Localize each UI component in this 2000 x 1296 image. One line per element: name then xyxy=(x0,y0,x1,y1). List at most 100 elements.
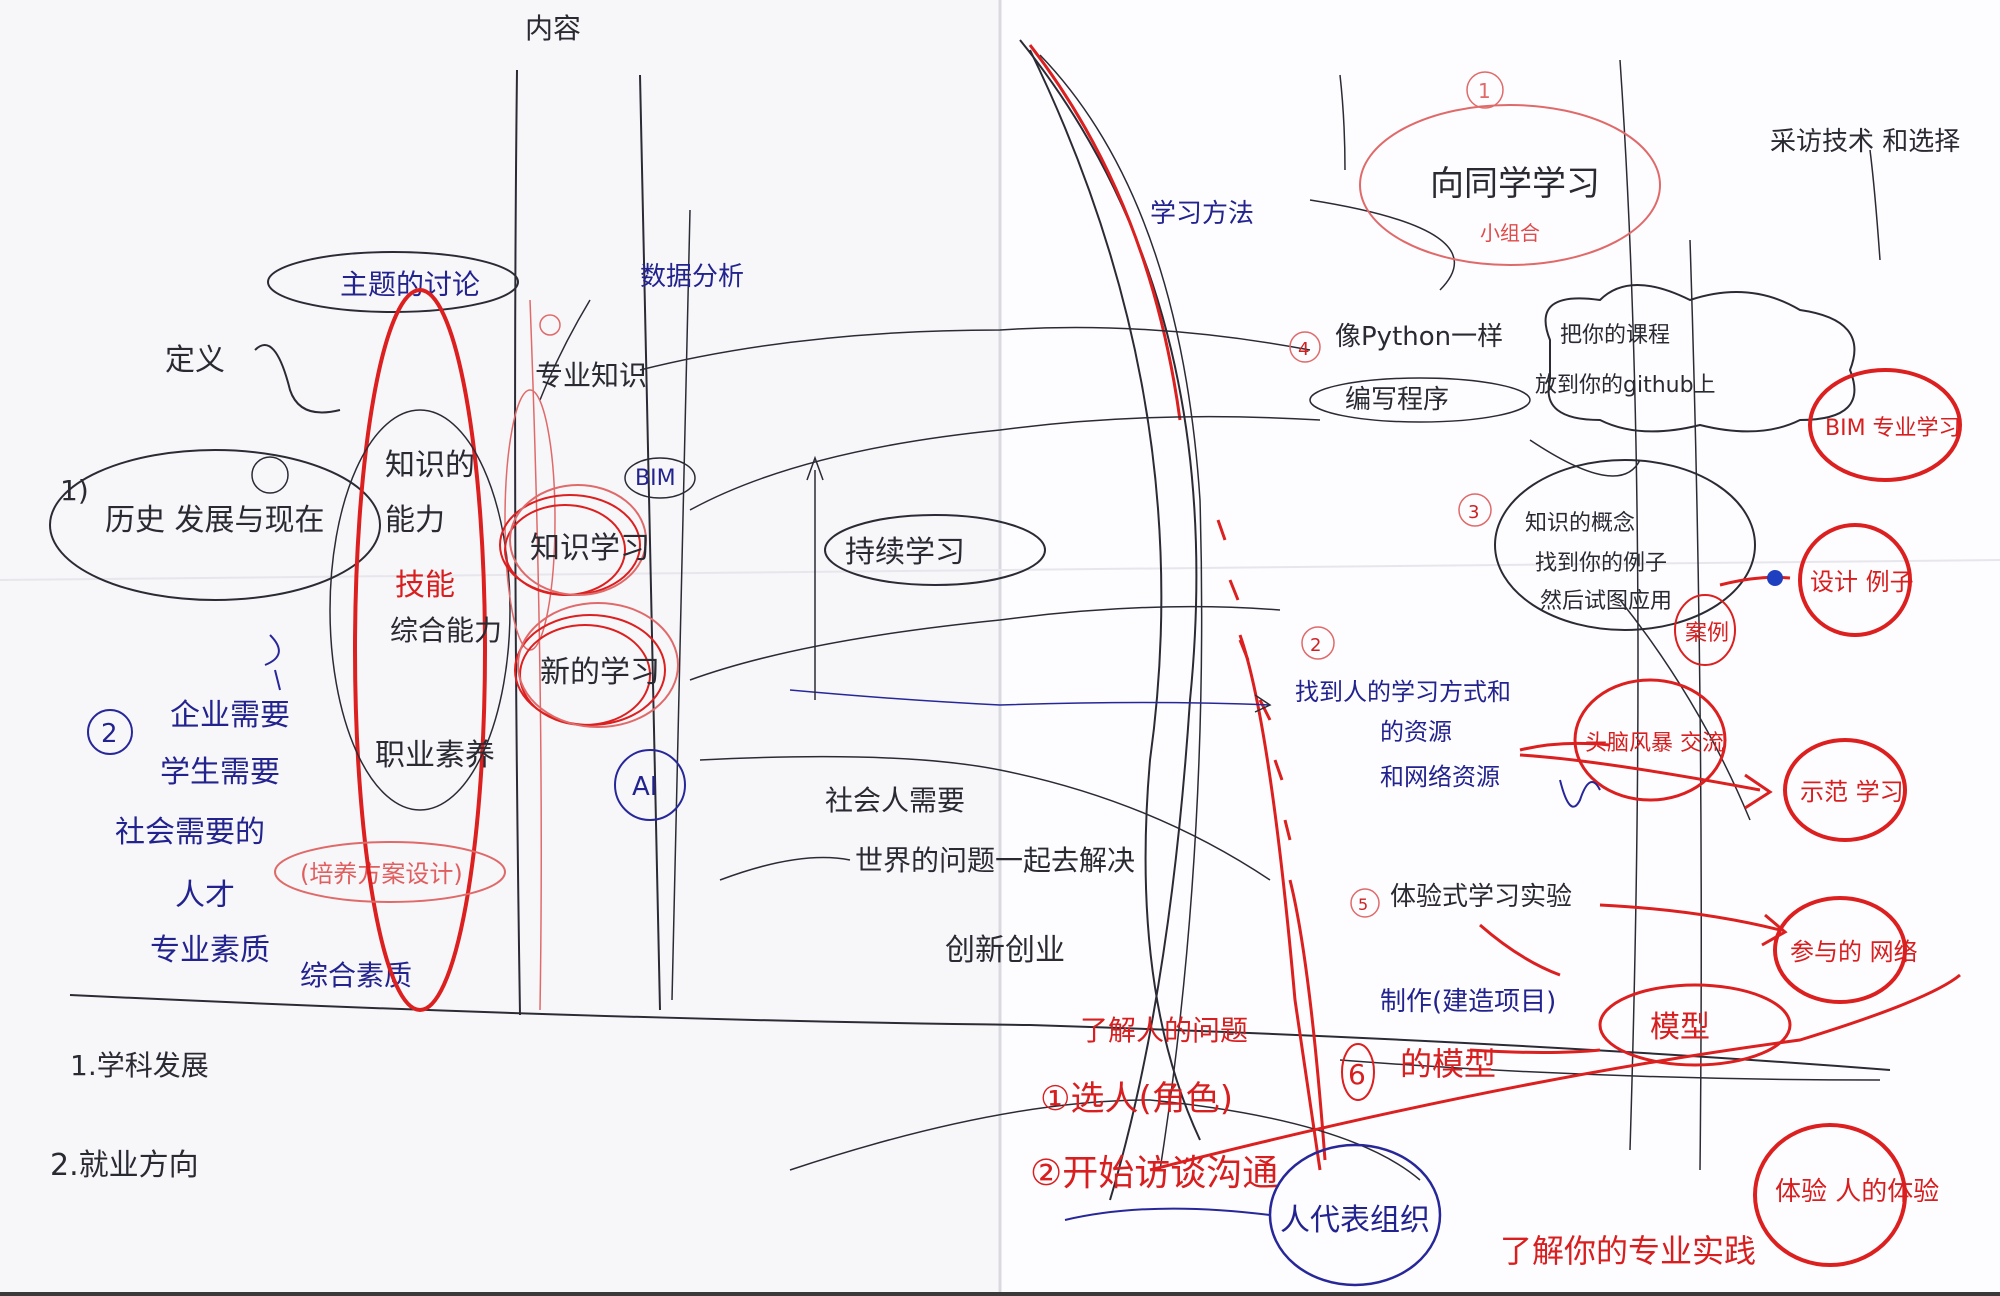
bottom-item-2: 2.就业方向 xyxy=(50,1148,199,1183)
society-curve xyxy=(719,856,851,881)
pink-loop-circle xyxy=(539,314,561,336)
column-line-3 xyxy=(671,209,691,1001)
red-model-arrow xyxy=(1469,1048,1601,1054)
red-long-line-right xyxy=(1238,634,1322,1171)
item2-curl xyxy=(264,634,281,691)
red-big-oval xyxy=(353,288,487,1012)
red-understand: 了解人的问题 xyxy=(1080,1014,1248,1047)
red-oval-text-3: 技能 xyxy=(395,568,455,603)
society-3: 创新创业 xyxy=(945,933,1065,968)
column-line-pink xyxy=(529,299,542,1011)
make-label: 制作(建造项目) xyxy=(1380,987,1556,1017)
red-c7: 参与的 网络 xyxy=(1790,938,1918,966)
item1-text: 历史 发展与现在 xyxy=(105,503,325,538)
blue-small-loop xyxy=(1559,779,1601,808)
cloud-top-2: 放到你的github上 xyxy=(1535,373,1716,398)
red-arrow-item2 xyxy=(1519,741,1611,752)
blue-top: BIM xyxy=(635,466,676,491)
connector-7 xyxy=(1309,199,1456,291)
knowledge-circle-text: 知识学习 xyxy=(530,531,650,566)
red-c7-oval xyxy=(1773,896,1907,1004)
red-c3-oval xyxy=(1674,594,1736,666)
num6: 6 xyxy=(1348,1058,1366,1091)
tools-label-1: 采访技术 和选择 xyxy=(1770,127,1960,157)
arrow-up-head xyxy=(806,455,824,481)
num6-oval xyxy=(1341,1043,1375,1101)
red-arrow-down xyxy=(1479,923,1561,977)
right-num1-circle xyxy=(1466,71,1504,109)
right-column-line-2 xyxy=(1619,59,1639,1151)
item1-oval xyxy=(49,449,381,601)
red-arrow-c5 xyxy=(1519,753,1761,792)
blue-group-oval xyxy=(1268,1143,1442,1287)
red-big-swoop xyxy=(1149,973,1961,1172)
item4-oval xyxy=(1309,377,1531,423)
red-c3: 案例 xyxy=(1685,621,1729,646)
definition-curl xyxy=(254,344,341,414)
red-c2-oval xyxy=(1798,523,1912,637)
new-circle-2 xyxy=(519,624,651,726)
cloud-mid-1: 知识的概念 xyxy=(1525,511,1635,536)
item2-right-line1: 找到人的学习方式和 xyxy=(1295,678,1511,706)
red-oval-text-1: 知识的 xyxy=(385,448,475,483)
red-c4: 示范 学习 xyxy=(1800,778,1904,806)
item2-right-line3: 和网络资源 xyxy=(1380,763,1500,791)
item2-num: 2 xyxy=(101,719,118,749)
item2-num-circle xyxy=(87,709,133,755)
arrow-right-1 xyxy=(1254,694,1272,713)
blue-top-oval xyxy=(624,457,696,499)
item1-num: 1) xyxy=(60,474,89,507)
cloud-top xyxy=(1544,284,1856,433)
red-c8: 体验 人的体验 xyxy=(1775,1177,1939,1207)
red-c8-oval xyxy=(1753,1123,1907,1267)
item2-line2: 学生需要 xyxy=(160,755,280,790)
connector-1 xyxy=(639,326,1311,371)
blue-underline xyxy=(1064,1207,1271,1221)
majors-label: 专业知识 xyxy=(535,359,647,392)
continue-text: 持续学习 xyxy=(845,535,965,570)
num2-circle xyxy=(1301,626,1335,660)
cloud-top-1: 把你的课程 xyxy=(1560,323,1670,348)
red-arrow-to-c2 xyxy=(1719,575,1791,587)
continue-oval xyxy=(824,514,1046,586)
content-label: 内容 xyxy=(525,12,581,45)
item1-small-circle xyxy=(251,456,289,494)
blue-group: 人代表组织 xyxy=(1280,1203,1430,1238)
num3-circle xyxy=(1458,493,1492,527)
red-arrow-c7 xyxy=(1599,903,1781,932)
item2-right-line2: 的资源 xyxy=(1380,718,1452,746)
red-model: 模型 xyxy=(1650,1010,1710,1045)
red-model-oval xyxy=(1598,983,1792,1067)
society-1: 社会人需要 xyxy=(825,784,965,817)
red-c1: BIM 专业学习 xyxy=(1825,416,1961,441)
blue-small: AI xyxy=(632,772,657,802)
right-column-line-4 xyxy=(1869,149,1881,261)
connector-9 xyxy=(539,299,591,401)
blue-year: 数据分析 xyxy=(640,262,744,292)
connector-4 xyxy=(789,689,1271,706)
blue-dot xyxy=(1767,570,1783,586)
red-step2: ②开始访谈沟通 xyxy=(1030,1153,1278,1194)
circle1-oval xyxy=(1359,104,1661,266)
num4-circle xyxy=(1289,331,1321,363)
pink-big-loop xyxy=(504,389,556,651)
item5: 体验式学习实验 xyxy=(1390,882,1572,912)
column-line-1 xyxy=(514,69,521,1016)
red-arrow-c5-head xyxy=(1744,773,1773,810)
right-column-line xyxy=(1339,74,1346,171)
cloud-mid xyxy=(1494,459,1756,631)
item2-line5: 专业素质 xyxy=(150,933,270,968)
right-page xyxy=(1000,0,2000,1292)
red-step1: ①选人(角色) xyxy=(1040,1079,1233,1119)
red-c1-oval xyxy=(1808,368,1962,482)
red-c5-oval xyxy=(1573,678,1727,802)
grey-oval xyxy=(329,409,511,811)
red-c2: 设计 例子 xyxy=(1810,568,1914,596)
new-circle-3 xyxy=(517,602,679,728)
sweep-curve-3 xyxy=(1039,54,1203,1171)
num5-circle xyxy=(1350,888,1380,918)
item2-line3: 社会需要的 xyxy=(115,815,265,850)
method-label: 学习方法 xyxy=(1150,199,1254,229)
